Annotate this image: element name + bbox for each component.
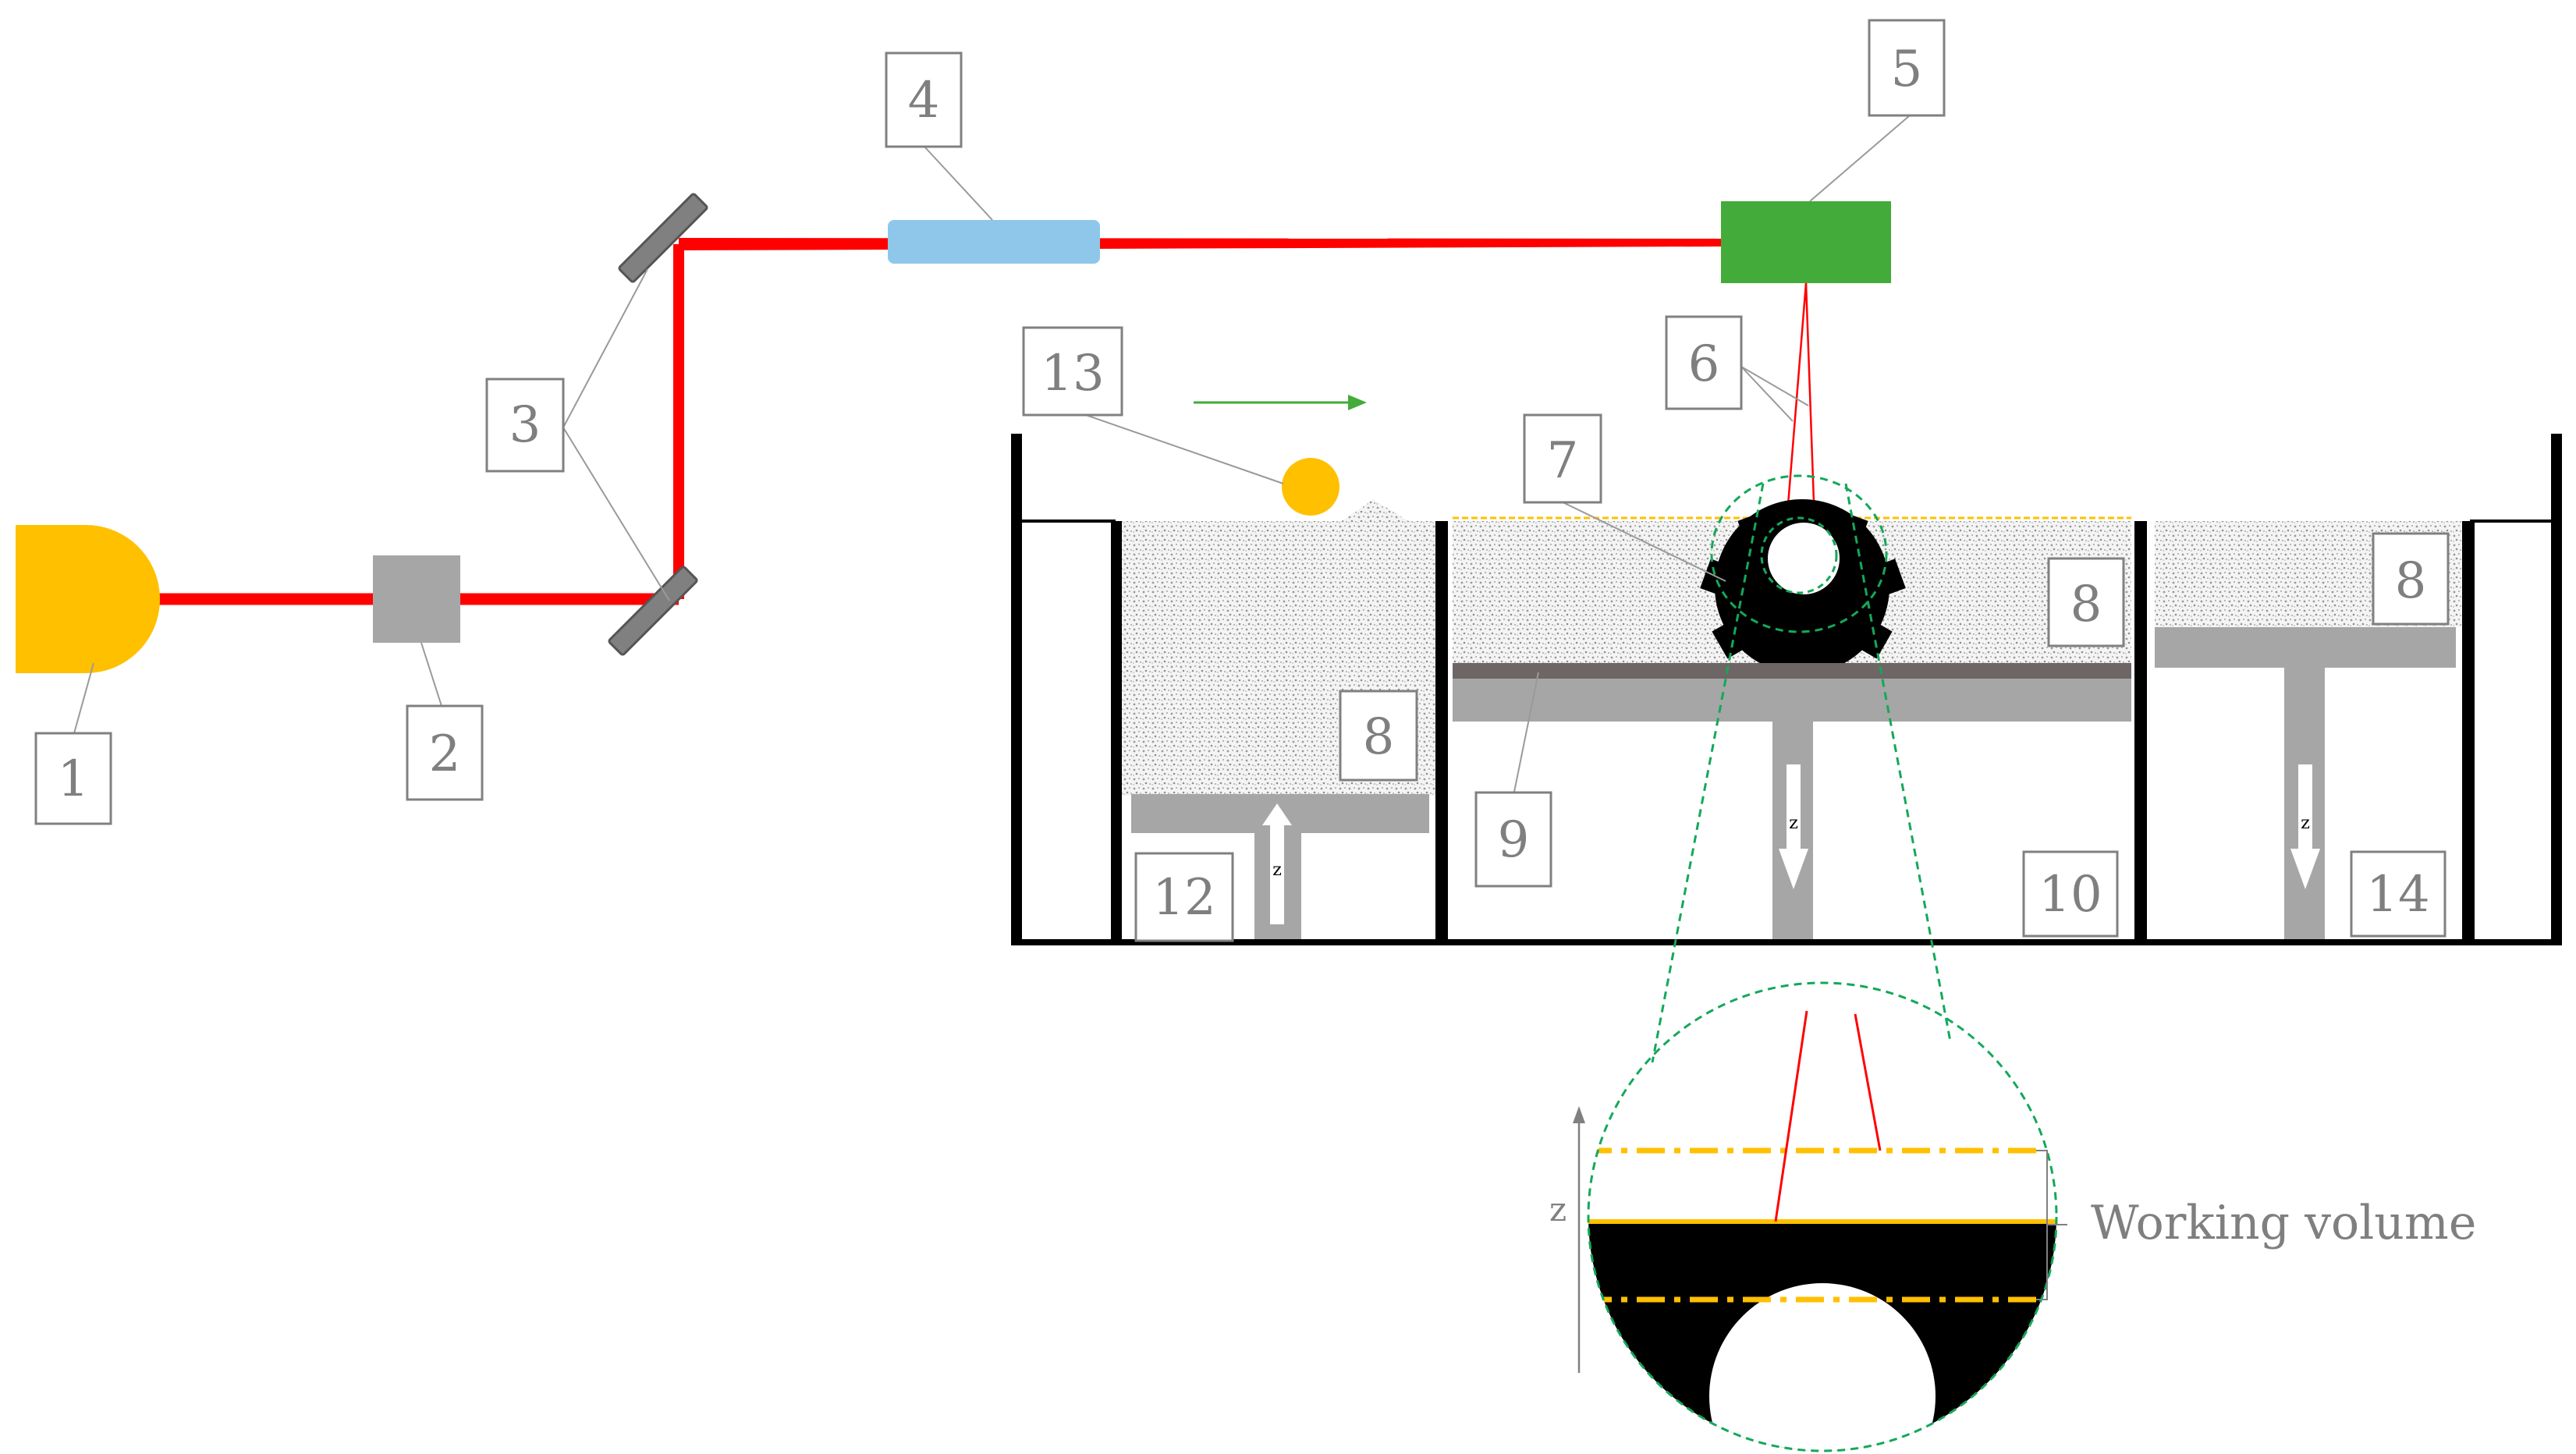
label-8-overflow: 8 — [2372, 532, 2450, 626]
overflow-z-label: z — [2301, 814, 2310, 833]
build-platform — [1453, 679, 2131, 722]
svg-text:14: 14 — [2366, 866, 2429, 924]
label-6: 6 — [1665, 315, 1743, 410]
overflow-down-arrow-icon — [2290, 764, 2320, 889]
svg-text:9: 9 — [1498, 811, 1530, 869]
printed-part-gear — [1700, 499, 1906, 674]
galvo-scanner-box — [1721, 201, 1891, 283]
zoom-beam-left — [1774, 1010, 1808, 1222]
svg-text:12: 12 — [1152, 869, 1215, 927]
scanned-beam-left — [1785, 282, 1808, 525]
label-7: 7 — [1523, 413, 1602, 504]
svg-text:10: 10 — [2038, 866, 2102, 924]
build-z-label: z — [1789, 814, 1798, 833]
svg-text:6: 6 — [1688, 335, 1720, 393]
overflow-platform — [2155, 627, 2456, 668]
mirror-top-icon — [618, 193, 708, 283]
laser-source-icon — [16, 525, 160, 673]
leader-lines — [73, 115, 1911, 796]
svg-text:1: 1 — [58, 750, 90, 808]
mirror-bottom-icon — [608, 566, 698, 656]
part-cavity — [1709, 1283, 1936, 1451]
optical-path — [16, 193, 1891, 673]
detail-z-arrowhead-icon — [1573, 1106, 1585, 1123]
build-plate — [1453, 663, 2131, 679]
svg-text:8: 8 — [2395, 552, 2427, 610]
chamber-wall-build-left — [1435, 521, 1448, 945]
label-boxes: 1 2 3 4 5 6 7 8 — [34, 19, 2450, 942]
svg-text:5: 5 — [1891, 41, 1923, 98]
scanned-beam-right — [1804, 282, 1816, 525]
label-12: 12 — [1134, 852, 1234, 942]
chamber-wall-left-outer — [1011, 434, 1022, 944]
zoom-beam-right — [1854, 1013, 1882, 1151]
powder-spill — [1342, 499, 1436, 538]
svg-text:7: 7 — [1547, 432, 1579, 490]
label-10: 10 — [2022, 850, 2119, 938]
label-8-build: 8 — [2047, 557, 2125, 647]
build-down-arrow-icon — [1779, 764, 1808, 889]
label-4: 4 — [885, 51, 963, 148]
label-14: 14 — [2350, 850, 2446, 938]
zoom-connector-left — [1651, 483, 1765, 1063]
label-13: 13 — [1022, 326, 1123, 417]
zoom-source-ellipse — [1710, 474, 1888, 633]
detail-z-label: z — [1549, 1190, 1567, 1229]
svg-text:13: 13 — [1041, 345, 1104, 403]
zoom-detail-circle — [1587, 981, 2058, 1452]
chamber-wall-right-outer — [2551, 434, 2562, 944]
chamber-wall-supply — [1111, 521, 1122, 945]
zoom-connector-right — [1844, 483, 1952, 1042]
zoom-target-small — [1760, 516, 1838, 594]
label-2: 2 — [406, 704, 484, 801]
chamber-floor — [1011, 939, 2562, 945]
svg-text:2: 2 — [429, 725, 461, 783]
label-9: 9 — [1474, 791, 1552, 888]
chamber-wall-overflow — [2462, 521, 2475, 945]
label-1: 1 — [34, 732, 112, 825]
collimator-lens — [888, 220, 1100, 264]
label-8-supply: 8 — [1339, 690, 1418, 782]
svg-text:3: 3 — [509, 396, 541, 454]
recoater-roller-icon — [1282, 458, 1339, 516]
svg-text:8: 8 — [2070, 576, 2102, 633]
chamber-wall-build-right — [2134, 521, 2147, 945]
svg-text:4: 4 — [908, 72, 940, 129]
label-3: 3 — [485, 378, 565, 473]
supply-up-arrow-icon — [1262, 803, 1292, 924]
working-volume-label: Working volume — [2091, 1196, 2476, 1250]
supply-z-label: z — [1272, 860, 1282, 880]
recoater-direction-arrowhead-icon — [1348, 395, 1367, 410]
svg-text:8: 8 — [1363, 708, 1395, 766]
label-5: 5 — [1868, 19, 1946, 117]
beam-to-scanner — [679, 238, 1724, 250]
beam-expander-block — [373, 555, 460, 643]
